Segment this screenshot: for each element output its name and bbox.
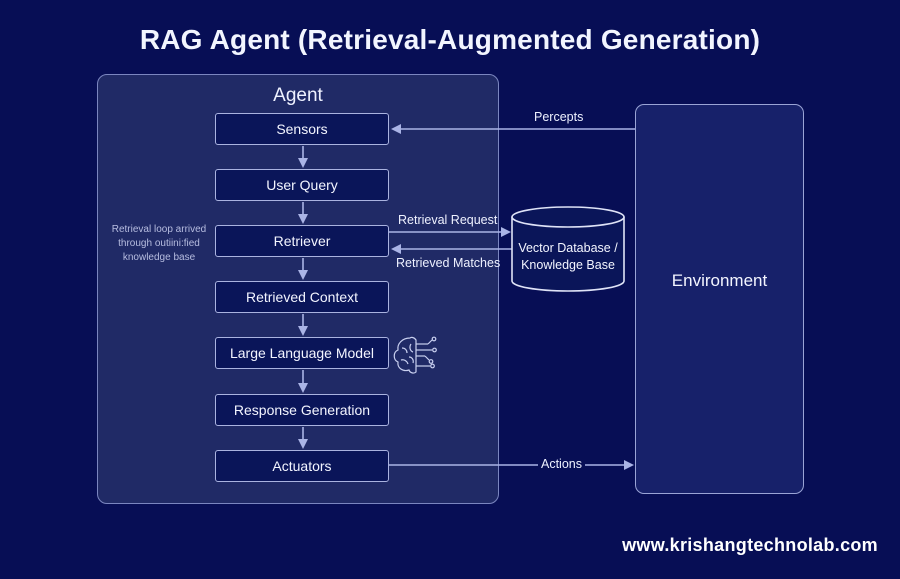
- diagram-title: RAG Agent (Retrieval-Augmented Generatio…: [139, 24, 761, 55]
- step-sensors: Sensors: [215, 113, 389, 145]
- actions-label: Actions: [538, 457, 585, 471]
- step-retriever: Retriever: [215, 225, 389, 257]
- step-user-query: User Query: [215, 169, 389, 201]
- environment-label: Environment: [671, 271, 768, 290]
- percepts-label: Percepts: [534, 110, 584, 124]
- step-actuators: Actuators: [215, 450, 389, 482]
- retrieved-matches-label: Retrieved Matches: [396, 256, 501, 270]
- step-response-generation: Response Generation: [215, 394, 389, 426]
- vector-database-label-line2: Knowledge Base: [521, 258, 615, 272]
- retrieval-request-label: Retrieval Request: [398, 213, 498, 227]
- vector-database-label: Vector Database / Knowledge Base: [512, 240, 624, 274]
- environment-panel: Environment: [635, 104, 804, 494]
- agent-label: Agent: [273, 85, 323, 106]
- step-retrieved-context: Retrieved Context: [215, 281, 389, 313]
- footer-website: www.krishangtechnolab.com: [622, 535, 878, 555]
- step-large-language-model: Large Language Model: [215, 337, 389, 369]
- retrieval-loop-note: Retrieval loop arrived through outiini:f…: [111, 224, 207, 263]
- vector-database-label-line1: Vector Database /: [518, 241, 618, 255]
